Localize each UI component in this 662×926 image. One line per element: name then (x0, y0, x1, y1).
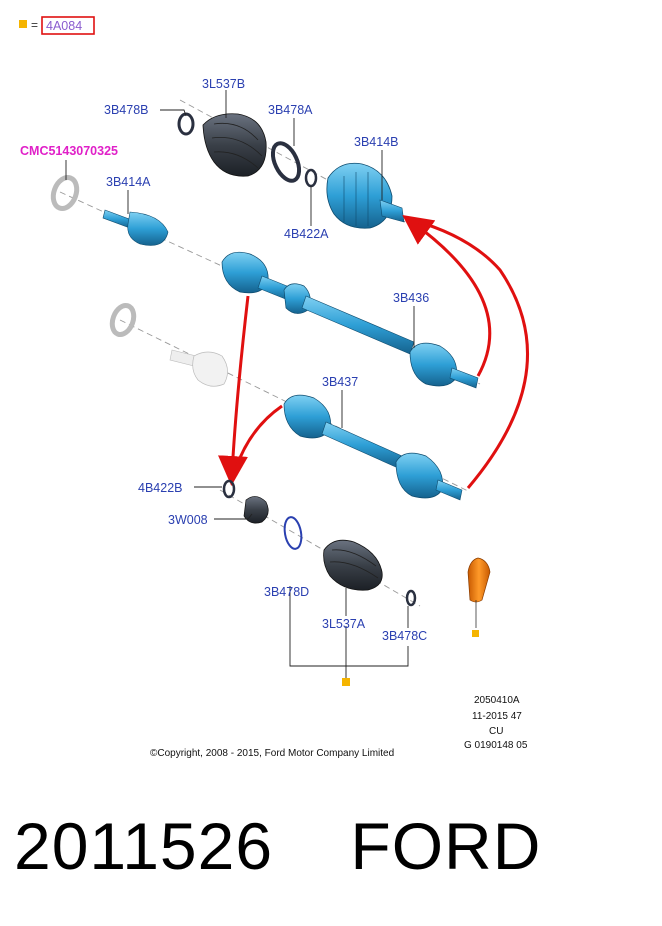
label-4B422B[interactable]: 4B422B (138, 481, 182, 495)
footer-brand: FORD (350, 809, 542, 883)
info-line-4: G 0190148 05 (464, 740, 528, 751)
red-arrow-left (217, 295, 250, 486)
stub-shaft-3B414A[interactable] (102, 209, 169, 246)
label-3W008[interactable]: 3W008 (168, 513, 208, 527)
circlip-lower-part[interactable] (108, 302, 137, 338)
grease-marker (472, 630, 479, 637)
grease-tube-part[interactable] (467, 557, 491, 628)
label-3B436[interactable]: 3B436 (393, 291, 429, 305)
info-line-3: CU (489, 726, 503, 737)
label-3L537A[interactable]: 3L537A (322, 617, 366, 631)
label-3L537B[interactable]: 3L537B (202, 77, 245, 91)
bottom-bracket (289, 586, 409, 678)
clamp-3B478C-part[interactable] (405, 589, 417, 607)
red-arrow-right-upper (402, 214, 492, 377)
label-4B422A[interactable]: 4B422A (284, 227, 329, 241)
label-3B414B[interactable]: 3B414B (354, 135, 398, 149)
label-cmc[interactable]: CMC5143070325 (20, 144, 118, 158)
boot-3L537B-part[interactable] (202, 113, 267, 177)
leader-3W008 (214, 513, 253, 520)
legend-marker (19, 20, 27, 28)
clamp-3B478D-part[interactable] (282, 516, 303, 550)
outer-joint-axis (219, 489, 421, 607)
boot-3L537A-part[interactable] (323, 539, 383, 591)
inner-joint-lower-part (169, 349, 228, 387)
driveshaft-3B436-part[interactable] (221, 251, 479, 389)
header-code-box (41, 16, 95, 35)
label-3B437[interactable]: 3B437 (322, 375, 358, 389)
clamp-3B478A-part[interactable] (268, 139, 305, 185)
leader-3B478B (160, 109, 187, 117)
circlip-4B422B-part[interactable] (222, 479, 236, 499)
footer-caption: 2011526 FORD (14, 808, 541, 884)
info-line-1: 2050410A (474, 695, 520, 706)
driveshaft-3B437-part[interactable] (283, 394, 463, 501)
header-equals: = (31, 18, 38, 32)
label-3B478B[interactable]: 3B478B (104, 103, 148, 117)
clamp-3B478B-part[interactable] (177, 112, 195, 136)
red-arrow-left-branch (234, 404, 283, 469)
label-3B478C[interactable]: 3B478C (382, 629, 427, 643)
copyright: ©Copyright, 2008 - 2015, Ford Motor Comp… (150, 748, 394, 759)
circlip-4B422A-part[interactable] (304, 168, 318, 188)
bottom-marker (342, 678, 350, 686)
label-3B414A[interactable]: 3B414A (106, 175, 151, 189)
info-line-2: 11-2015 47 (472, 711, 522, 722)
circlip-cmc-part[interactable] (49, 174, 81, 212)
label-3B478A[interactable]: 3B478A (268, 103, 313, 117)
footer-part-number: 2011526 (14, 809, 274, 883)
header-code[interactable]: 4A084 (46, 19, 82, 33)
label-3B478D[interactable]: 3B478D (264, 585, 309, 599)
red-arrow-right-lower (411, 218, 530, 489)
inner-joint-3B414B-part[interactable] (326, 162, 405, 229)
